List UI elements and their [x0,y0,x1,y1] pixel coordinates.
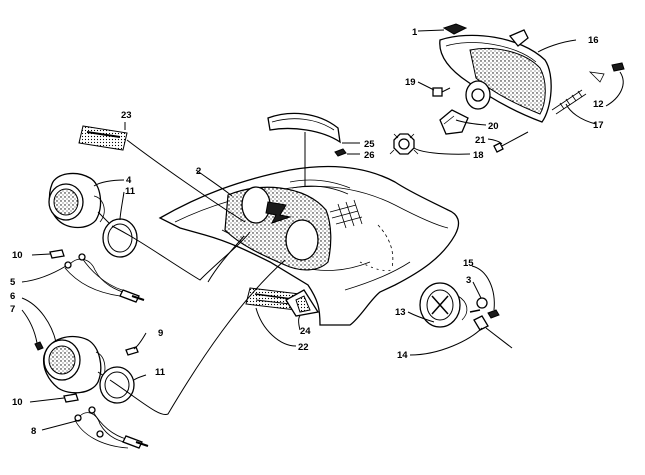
callout-21: 21 [475,135,486,146]
headlight-housing-16 [439,34,552,123]
part-12 [611,62,625,72]
callout-1: 1 [412,27,418,38]
leader-lines [21,29,624,431]
callout-8: 8 [31,426,36,437]
callout-20: 20 [488,121,499,132]
callout-23: 23 [121,110,132,121]
clip-9 [125,346,139,356]
callout-9: 9 [158,328,163,339]
callout-15: 15 [463,258,474,269]
harness-5 [64,253,145,303]
harness-8 [74,406,149,449]
part-15 [487,309,500,319]
callout-5: 5 [10,277,16,288]
ring-11-upper [102,218,138,258]
windshield-trim [267,112,341,144]
callout-11-lower: 11 [155,367,166,378]
part-3 [476,297,488,309]
callout-3: 3 [466,275,471,286]
spring-17 [551,89,587,115]
clip-26 [334,148,347,157]
callout-14: 14 [397,350,408,361]
callout-12: 12 [593,99,604,110]
callout-18: 18 [473,150,484,161]
speedometer-upper [48,172,113,229]
callout-labels: 1 2 3 4 5 6 7 8 9 10 10 11 11 12 13 14 1… [10,27,604,437]
callout-24: 24 [300,326,311,337]
screw-21 [493,131,529,153]
callout-13: 13 [395,307,406,318]
callout-6: 6 [10,291,15,302]
logo-emblem [265,201,292,224]
switch-13 [419,282,468,328]
decal-23 [78,125,128,151]
callout-4: 4 [126,175,132,186]
callout-25: 25 [364,139,375,150]
part-7 [34,341,44,351]
callout-10-upper: 10 [12,250,23,261]
knob-18 [389,133,419,155]
bulb-10-lower [63,393,79,403]
callout-11-upper: 11 [125,186,136,197]
callout-7: 7 [10,304,15,315]
instrument-bezel [224,186,332,271]
callout-22: 22 [298,342,309,353]
decal-24 [285,289,320,317]
callout-17: 17 [593,120,604,131]
cable-14 [469,309,513,349]
callout-10-lower: 10 [12,397,23,408]
bracket [508,29,529,47]
callout-19: 19 [405,77,416,88]
callout-2: 2 [196,166,201,177]
callout-16: 16 [588,35,599,46]
bolt-19 [432,87,451,97]
callout-26: 26 [364,150,375,161]
socket-20 [439,80,491,135]
part-1 [442,23,468,35]
bulb-10-upper [49,249,65,259]
